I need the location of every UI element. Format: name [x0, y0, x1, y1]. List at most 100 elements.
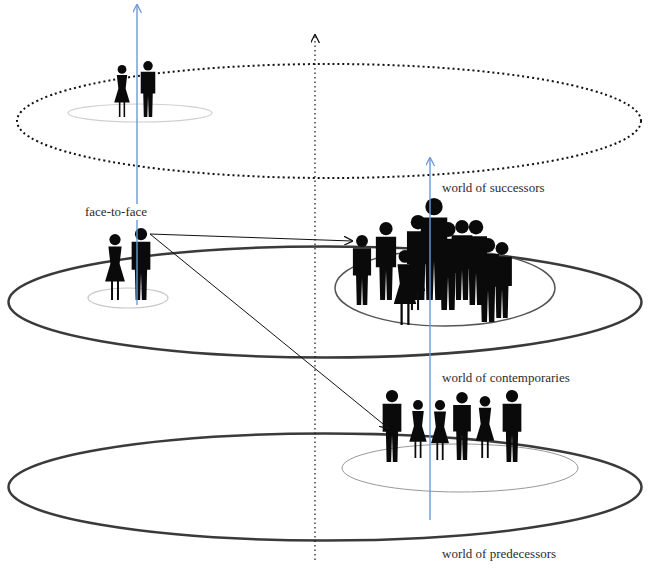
- person-body: [141, 72, 156, 117]
- world-plane: world of predecessors: [6, 431, 644, 564]
- relation-label: face-to-face: [83, 204, 149, 220]
- person-head: [425, 198, 442, 215]
- person-head: [496, 242, 509, 255]
- label-slot: world of predecessors: [440, 546, 558, 562]
- person-head: [379, 222, 392, 235]
- illustration-arrow: [429, 158, 430, 520]
- label-slot: world of contemporaries: [440, 370, 572, 386]
- person-silhouette: [132, 228, 151, 300]
- person-silhouette: [383, 390, 402, 462]
- illustration-arrow: [314, 35, 315, 560]
- person-leg: [407, 303, 409, 325]
- illustration-arrow: [136, 5, 137, 305]
- person-silhouette: [431, 400, 449, 460]
- person-leg: [111, 281, 113, 300]
- illustration-arrow: [150, 234, 352, 241]
- world-label: world of successors: [440, 180, 547, 196]
- plane-outline: [15, 62, 643, 180]
- person-body: [476, 408, 495, 441]
- person-body: [452, 235, 473, 300]
- person-leg: [420, 441, 422, 458]
- person-leg: [411, 290, 413, 310]
- person-body: [492, 256, 512, 318]
- person-silhouette: [465, 220, 487, 305]
- person-body: [431, 411, 449, 443]
- person-head: [435, 400, 445, 410]
- person-head: [411, 215, 425, 229]
- person-head: [480, 396, 491, 407]
- person-leg: [415, 441, 417, 458]
- label-slot: face-to-face: [83, 204, 149, 220]
- illustration-arrow: [150, 234, 388, 428]
- person-silhouette: [394, 250, 417, 325]
- person-body: [477, 254, 499, 322]
- ground-ellipse: [342, 444, 578, 492]
- person-body: [114, 75, 130, 103]
- person-silhouette: [376, 222, 396, 300]
- ground-ellipse: [68, 104, 212, 122]
- person-leg: [487, 440, 489, 458]
- world-label: world of predecessors: [440, 546, 558, 562]
- ground-ellipse: [88, 288, 168, 308]
- person-head: [469, 220, 483, 234]
- person-silhouette: [353, 235, 371, 305]
- person-head: [356, 235, 368, 247]
- person-silhouette: [476, 396, 495, 458]
- person-leg: [436, 443, 438, 460]
- people: [105, 61, 521, 462]
- person-silhouette: [421, 198, 448, 300]
- person-silhouette: [141, 61, 156, 117]
- person-head: [506, 390, 518, 402]
- person-body: [409, 411, 426, 442]
- person-leg: [119, 102, 121, 117]
- label-slot: world of successors: [440, 180, 547, 196]
- person-head: [409, 242, 421, 254]
- plane-outline: [6, 431, 644, 543]
- world-plane: world of contemporaries: [6, 244, 644, 388]
- person-silhouette: [105, 234, 125, 300]
- person-head: [143, 61, 153, 71]
- person-body: [437, 239, 460, 310]
- plane-ellipse: [17, 64, 641, 178]
- person-silhouette: [492, 242, 512, 318]
- plane-ellipse: [9, 434, 642, 541]
- plane-outline: [6, 244, 644, 360]
- person-body: [407, 231, 429, 300]
- person-leg: [117, 281, 119, 300]
- person-head: [135, 228, 147, 240]
- person-silhouette: [503, 390, 522, 462]
- person-leg: [417, 290, 419, 310]
- person-head: [456, 392, 468, 404]
- person-body: [376, 237, 396, 300]
- person-body: [421, 217, 448, 300]
- person-leg: [124, 102, 126, 117]
- world-plane: world of successors: [15, 62, 643, 198]
- person-body: [383, 404, 402, 462]
- person-silhouette: [453, 392, 471, 460]
- person-head: [455, 220, 469, 234]
- person-body: [405, 255, 425, 291]
- person-leg: [442, 443, 444, 460]
- person-head: [441, 222, 456, 237]
- person-head: [109, 234, 120, 245]
- person-head: [118, 65, 127, 74]
- person-silhouette: [452, 220, 473, 300]
- person-body: [132, 242, 151, 300]
- person-silhouette: [114, 65, 130, 117]
- person-silhouette: [437, 222, 460, 310]
- ground-ellipse: [335, 250, 555, 326]
- person-silhouette: [409, 400, 426, 458]
- person-body: [105, 247, 125, 282]
- person-body: [465, 236, 487, 305]
- person-silhouette: [405, 242, 425, 310]
- world-label: world of contemporaries: [440, 370, 572, 386]
- person-silhouette: [407, 215, 429, 300]
- person-head: [481, 238, 495, 252]
- person-leg: [401, 303, 403, 325]
- plane-ellipse: [9, 247, 642, 358]
- person-leg: [481, 440, 483, 458]
- person-body: [353, 248, 371, 305]
- person-body: [453, 405, 471, 460]
